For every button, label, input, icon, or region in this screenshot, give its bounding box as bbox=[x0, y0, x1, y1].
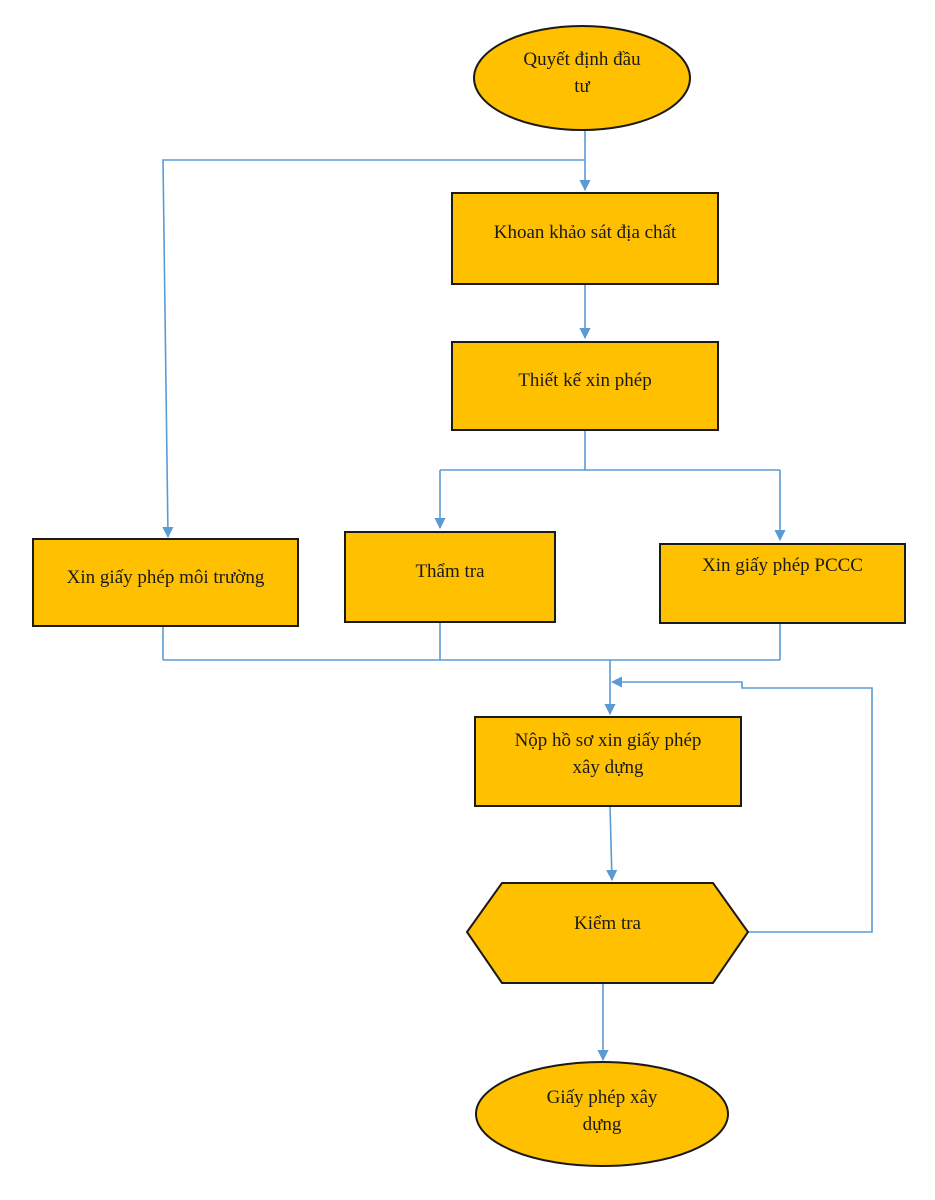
appraisal-label: Thẩm tra bbox=[415, 560, 485, 582]
connector-branch-to-env-permit bbox=[162, 159, 585, 539]
connector-design-to-appraisal bbox=[440, 469, 780, 528]
connector-check-feedback-loop bbox=[610, 676, 873, 933]
appraisal-box bbox=[344, 531, 556, 623]
survey-label: Khoan khảo sát địa chất bbox=[493, 221, 677, 243]
submit-box bbox=[474, 716, 742, 807]
start-label: Quyết định đầu tư bbox=[523, 49, 641, 97]
survey-box bbox=[451, 192, 719, 285]
end-terminal bbox=[475, 1061, 729, 1167]
design-box bbox=[451, 341, 719, 431]
connector-submit-to-check bbox=[606, 805, 618, 882]
check-hexagon bbox=[465, 882, 750, 984]
check-label: Kiểm tra bbox=[573, 912, 641, 934]
fire-permit-label: Xin giấy phép PCCC bbox=[702, 554, 863, 576]
submit-label: Nộp hồ sơ xin giấy phép xây dựng bbox=[514, 730, 702, 778]
fire-permit-box bbox=[659, 543, 906, 624]
env-permit-label: Xin giấy phép môi trường bbox=[66, 567, 265, 588]
design-label: Thiết kế xin phép bbox=[518, 369, 652, 391]
end-label: Giấy phép xây dựng bbox=[546, 1087, 658, 1135]
start-terminal bbox=[473, 25, 691, 131]
env-permit-box bbox=[32, 538, 299, 627]
